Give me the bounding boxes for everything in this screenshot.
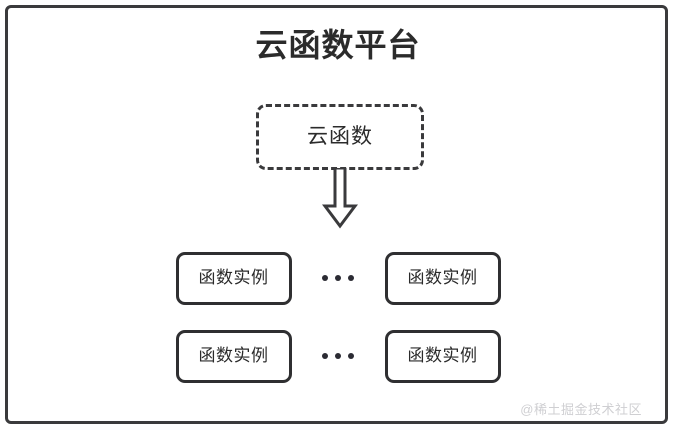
cloud-function-label: 云函数 [307, 125, 373, 148]
ellipsis-dot [335, 275, 341, 281]
function-instance-label: 函数实例 [407, 268, 478, 287]
instance-ellipsis-separator [292, 252, 385, 305]
function-instance-box[interactable]: 函数实例 [384, 329, 501, 383]
ellipsis-dot [322, 353, 328, 359]
down-block-arrow-svg [322, 166, 358, 229]
function-instance-label: 函数实例 [198, 346, 269, 365]
ellipsis-dot [335, 353, 341, 359]
ellipsis-icon [322, 353, 354, 359]
function-instance-box[interactable]: 函数实例 [175, 329, 292, 383]
ellipsis-icon [322, 275, 354, 281]
cloud-function-node: 云函数 [256, 104, 424, 170]
function-instance-box[interactable]: 函数实例 [384, 251, 501, 305]
instance-row-2: 函数实例 函数实例 [0, 329, 676, 383]
function-instance-label: 函数实例 [198, 268, 269, 287]
function-instance-box[interactable]: 函数实例 [175, 251, 292, 305]
watermark: @稀土掘金技术社区 [520, 402, 642, 417]
function-instance-label: 函数实例 [407, 346, 478, 365]
instance-ellipsis-separator [292, 330, 385, 383]
ellipsis-dot [348, 353, 354, 359]
ellipsis-dot [322, 275, 328, 281]
ellipsis-dot [348, 275, 354, 281]
down-block-arrow-icon [312, 166, 368, 230]
page-title: 云函数平台 [255, 27, 421, 63]
instance-row-1: 函数实例 函数实例 [0, 251, 676, 305]
